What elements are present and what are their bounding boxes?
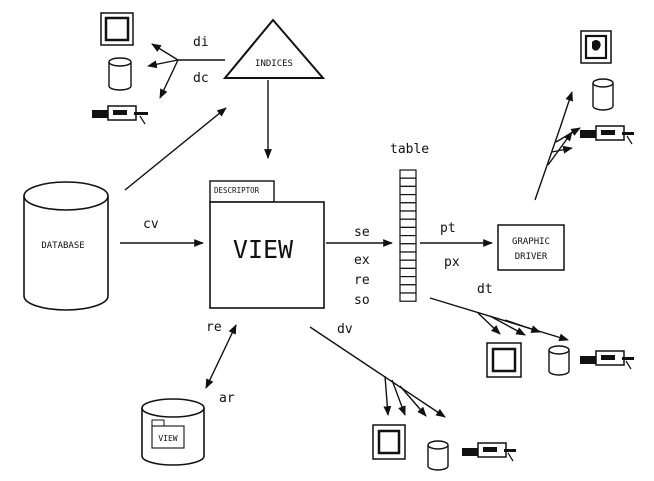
view-output-fan: dv (309, 322, 446, 418)
edge-label-so: so (354, 293, 370, 308)
driver-display-icon (580, 30, 612, 64)
indices-printer-icon (92, 105, 148, 125)
table-cell (399, 292, 417, 302)
table-printer-icon (580, 350, 634, 370)
indices-disk-icon (108, 57, 132, 91)
table-cell (399, 226, 417, 237)
indices-label: INDICES (255, 59, 293, 69)
table-node: table (390, 142, 429, 302)
driver-printer-icon (580, 125, 634, 145)
driver-disk-icon (592, 78, 614, 111)
table-output-fan: dt (429, 282, 569, 342)
stored-view-node: VIEW (141, 398, 205, 466)
edge-label-se: se (354, 225, 370, 240)
table-cells (399, 169, 417, 302)
table-cell (399, 235, 417, 245)
view-node: DESCRIPTOR VIEW (209, 180, 325, 309)
edge-label-pt: pt (440, 221, 456, 236)
table-cell (399, 284, 417, 294)
table-disk-icon (548, 345, 570, 376)
edge-label-ex: ex (354, 253, 370, 268)
driver-output-fan (534, 91, 581, 201)
table-display-icon (486, 342, 522, 378)
descriptor-label: DESCRIPTOR (214, 186, 260, 195)
table-cell (399, 251, 417, 261)
table-cell (399, 169, 417, 179)
table-cell (399, 276, 417, 286)
indices-output-fan: di dc (147, 35, 225, 99)
edge-label-px: px (444, 255, 460, 270)
graphic-driver-label-line2: DRIVER (515, 252, 548, 262)
table-cell (399, 218, 417, 228)
edge-label-cv: cv (143, 217, 159, 232)
table-cell (399, 202, 417, 212)
edge-label-dt: dt (477, 282, 493, 297)
table-cell (399, 194, 417, 204)
edge-label-ar: ar (219, 391, 235, 406)
edge-label-dv: dv (337, 322, 353, 337)
graphic-driver-label-line1: GRAPHIC (512, 237, 550, 247)
indices-display-icon (100, 12, 134, 46)
table-cell (399, 177, 417, 187)
edge-label-re-out: re (354, 273, 370, 288)
indices-node: INDICES (222, 18, 326, 79)
view-display-icon (372, 424, 406, 460)
view-label: VIEW (233, 235, 294, 264)
view-printer-icon (462, 442, 516, 462)
database-node: DATABASE (23, 181, 109, 311)
view-disk-icon (427, 440, 449, 471)
stored-view-label: VIEW (158, 434, 177, 443)
table-cell (399, 185, 417, 196)
edge-label-re-in: re (206, 320, 222, 335)
view-archive-arrow (205, 324, 237, 389)
table-cell (399, 259, 417, 270)
edge-label-di: di (193, 35, 209, 50)
database-label: DATABASE (41, 241, 84, 251)
table-label: table (390, 142, 429, 157)
database-to-indices-arrow (124, 107, 227, 191)
table-cell (399, 243, 417, 253)
table-cell (399, 267, 417, 278)
table-cell (399, 210, 417, 220)
edge-label-dc: dc (193, 71, 209, 86)
graphic-driver-node: GRAPHIC DRIVER (497, 224, 565, 271)
